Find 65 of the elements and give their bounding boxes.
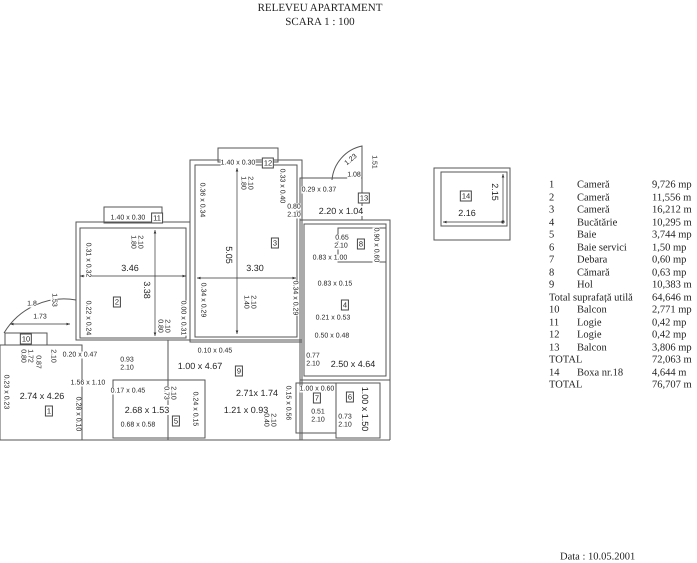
room-dimensions: 2.50 x 4.64 — [330, 359, 376, 369]
table-text: 2 — [549, 192, 554, 203]
table-text: Cameră — [577, 180, 610, 190]
table-text: 9,726 mp — [652, 180, 692, 190]
table-text: 4,644 m — [652, 367, 686, 378]
table-text: 3 — [549, 204, 554, 216]
table-text: Boxa nr.18 — [577, 367, 624, 378]
table-text: 3,806 mp — [652, 342, 692, 353]
table-text: Debara — [577, 254, 608, 266]
table-text: 1 — [549, 180, 554, 190]
room-dimensions: 2.15 — [490, 183, 500, 201]
room-dimensions: 3.46 — [121, 263, 139, 273]
room-dimensions: 1.00 x 4.67 — [178, 361, 222, 371]
table-text: 1,50 mp — [652, 242, 686, 253]
table-text: 12 — [549, 330, 560, 340]
scale-text: SCARA 1 : 100 — [285, 16, 355, 28]
room-dimensions: 1.00 x 1.50 — [360, 386, 370, 432]
table-text: 14 — [549, 367, 560, 378]
room-dimensions: 2.20 x 1.04 — [318, 206, 364, 216]
table-text: 2,771 mp — [652, 304, 692, 316]
room-dimensions: 3.30 — [246, 263, 264, 273]
table-text: 5 — [549, 230, 554, 240]
table-text: 76,707 m — [652, 380, 692, 390]
table-text: Balcon — [577, 304, 607, 316]
room-dimensions: 2.16 — [458, 208, 476, 218]
room-dimensions: 2.74 x 4.26 — [20, 391, 64, 401]
table-text: 3,744 mp — [652, 230, 692, 240]
table-text: 0,42 mp — [652, 317, 686, 328]
table-text: Cămară — [577, 267, 610, 278]
room-dimensions: 2.71x 1.74 — [236, 388, 278, 398]
table-text: Cameră — [577, 204, 610, 216]
table-text: Total suprafață utilă — [549, 292, 633, 303]
table-text: 10,383 m — [652, 280, 692, 290]
table-text: 13 — [549, 342, 560, 353]
table-text: 6 — [549, 242, 554, 253]
table-text: Baie — [577, 230, 596, 240]
table-text: Hol — [577, 280, 593, 290]
table-text: 64,646 m — [652, 292, 692, 303]
room-dimensions: 2.68 x 1.53 — [124, 405, 170, 415]
table-text: 4 — [549, 217, 554, 228]
date-text: Data : 10.05.2001 — [560, 552, 636, 562]
table-text: Bucătărie — [577, 217, 618, 228]
table-text: Cameră — [577, 192, 610, 203]
table-text: 0,63 mp — [652, 267, 686, 278]
table-text: 11 — [549, 317, 560, 328]
table-text: 0,42 mp — [652, 330, 686, 340]
table-text: TOTAL — [549, 380, 582, 390]
table-text: 8 — [549, 267, 554, 278]
table-text: Logie — [577, 330, 602, 340]
table-text: Balcon — [577, 342, 607, 353]
room-dimensions: 5.05 — [224, 246, 234, 264]
room-dimensions: 3.38 — [142, 281, 152, 299]
room-dimensions: 1.21 x 0.93 — [224, 405, 268, 415]
table-text: TOTAL — [549, 354, 582, 366]
table-text: Baie servici — [577, 242, 627, 253]
table-text: 0,60 mp — [652, 254, 686, 266]
table-text: Logie — [577, 317, 602, 328]
table-text: 11,556 m — [652, 192, 692, 203]
table-text: 72,063 m — [652, 354, 692, 366]
table-text: 10 — [549, 304, 560, 316]
table-text: 9 — [549, 280, 554, 290]
diagram-title: RELEVEU APARTAMENT — [258, 2, 382, 14]
table-text: 16,212 m — [652, 204, 692, 216]
table-text: 10,295 m — [652, 217, 692, 228]
table-text: 7 — [549, 254, 554, 266]
